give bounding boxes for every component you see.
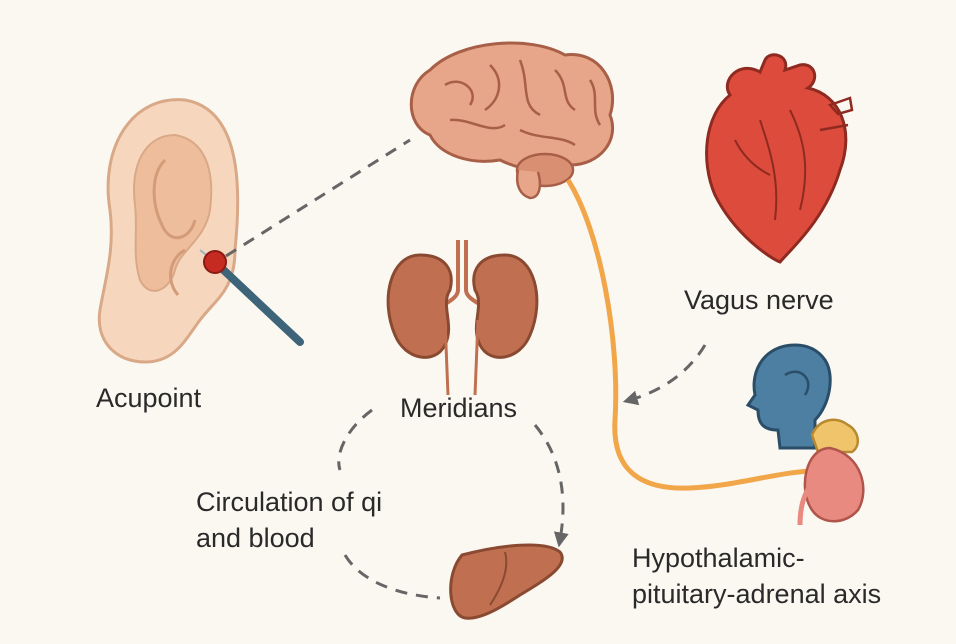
vagus-nerve-label: Vagus nerve [684,284,834,317]
meridians-label: Meridians [400,392,517,425]
ear-icon [99,100,238,362]
brain-icon [411,43,612,198]
acupoint-label: Acupoint [96,382,201,415]
ear-brain-connection [226,140,410,256]
hpa-axis-label: Hypothalamic- pituitary-adrenal axis [632,540,881,612]
acupoint-dot [204,251,226,273]
liver-icon [451,545,563,618]
meridians-liver-arrow [535,425,563,540]
circulation-liver-connection [345,555,440,598]
vagus-arrow [630,345,705,400]
meridians-circulation-connection [339,410,372,470]
kidneys-icon [388,240,537,395]
heart-icon [707,55,852,262]
circulation-label: Circulation of qi and blood [196,484,382,556]
